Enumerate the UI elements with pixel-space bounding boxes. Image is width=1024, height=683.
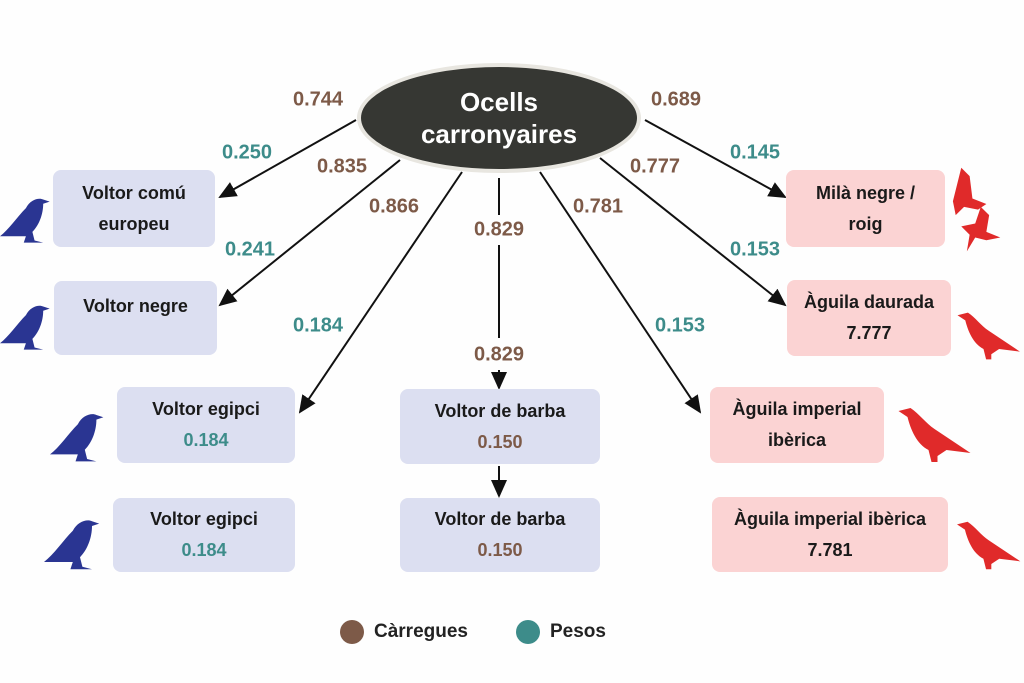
loading-label: 0.829	[473, 218, 525, 241]
weight-label: 0.241	[224, 238, 276, 261]
weight-label: 0.153	[654, 314, 706, 337]
node-label: Voltor negre	[83, 296, 188, 316]
edge-voltor-comu	[218, 119, 357, 198]
node-value: 7.781	[807, 539, 853, 560]
loading-label: 0.744	[292, 88, 344, 111]
node-label: Àguila daurada	[803, 292, 935, 312]
eagle-icon	[957, 312, 1020, 360]
root-node-line1: Ocells	[459, 87, 539, 117]
loading-label: 0.777	[629, 155, 681, 178]
node-label: roig	[848, 213, 883, 234]
edge-aguila-imperial	[539, 171, 702, 414]
weight-label: 0.145	[729, 141, 781, 164]
legend-loadings: Càrregues	[340, 620, 468, 644]
weights-swatch	[516, 620, 540, 644]
root-node-line2: carronyaires	[420, 119, 578, 149]
node-label: Voltor de barba	[434, 400, 566, 421]
edge-voltor-egipci	[298, 171, 463, 414]
node-label: Voltor comú	[82, 182, 186, 203]
node-aguila-imperial-iberica-2: Àguila imperial ibèrica 7.781	[712, 497, 948, 572]
node-label: ibèrica	[767, 430, 827, 450]
kite-icon	[952, 167, 1001, 252]
node-value: 0.150	[477, 431, 523, 452]
node-label: Àguila imperial ibèrica	[733, 508, 927, 529]
vulture-icon	[0, 305, 50, 350]
node-value: 0.184	[181, 540, 227, 560]
loading-label: 0.689	[650, 88, 702, 111]
node-voltor-negre: Voltor negre	[54, 281, 217, 355]
eagle-icon	[898, 408, 971, 462]
node-aguila-daurada: Àguila daurada 7.777	[787, 280, 951, 356]
node-mila-negre-roig: Milà negre / roig	[786, 170, 945, 247]
vulture-icon	[0, 198, 50, 243]
weight-label: 0.250	[221, 141, 273, 164]
loadings-swatch	[340, 620, 364, 644]
edge-aguila-daurada	[599, 157, 787, 307]
loading-label: 0.781	[572, 195, 624, 218]
edge-mila	[644, 119, 787, 198]
node-aguila-imperial-iberica: Àguila imperial ibèrica	[710, 387, 884, 463]
legend-label: Càrregues	[374, 621, 468, 642]
eagle-icon	[957, 521, 1021, 570]
node-label: Voltor egipci	[152, 399, 260, 419]
weight-label: 0.153	[729, 238, 781, 261]
node-voltor-egipci-2: Voltor egipci 0.184	[113, 498, 295, 572]
legend-weights: Pesos	[516, 620, 606, 644]
loading-label: 0.829	[473, 343, 525, 366]
node-voltor-de-barba-2: Voltor de barba 0.150	[400, 498, 600, 572]
node-value: 0.150	[477, 540, 523, 560]
vulture-icon	[50, 414, 104, 462]
loading-label: 0.835	[316, 155, 368, 178]
node-label: Àguila imperial	[732, 399, 862, 419]
legend-label: Pesos	[550, 621, 606, 642]
loading-label: 0.866	[368, 195, 420, 218]
node-label: Voltor egipci	[150, 509, 258, 529]
node-voltor-de-barba: Voltor de barba 0.150	[400, 389, 600, 464]
node-label: Milà negre /	[815, 182, 916, 203]
node-label: Voltor de barba	[434, 509, 566, 529]
node-voltor-comu-europeu: Voltor comú europeu	[53, 170, 215, 247]
vulture-icon	[44, 520, 100, 570]
node-label: europeu	[98, 213, 170, 234]
edge-voltor-negre	[218, 159, 401, 307]
weight-label: 0.184	[292, 314, 344, 337]
node-value: 0.184	[183, 430, 229, 450]
node-value: 7.777	[846, 323, 892, 343]
node-voltor-egipci: Voltor egipci 0.184	[117, 387, 295, 463]
